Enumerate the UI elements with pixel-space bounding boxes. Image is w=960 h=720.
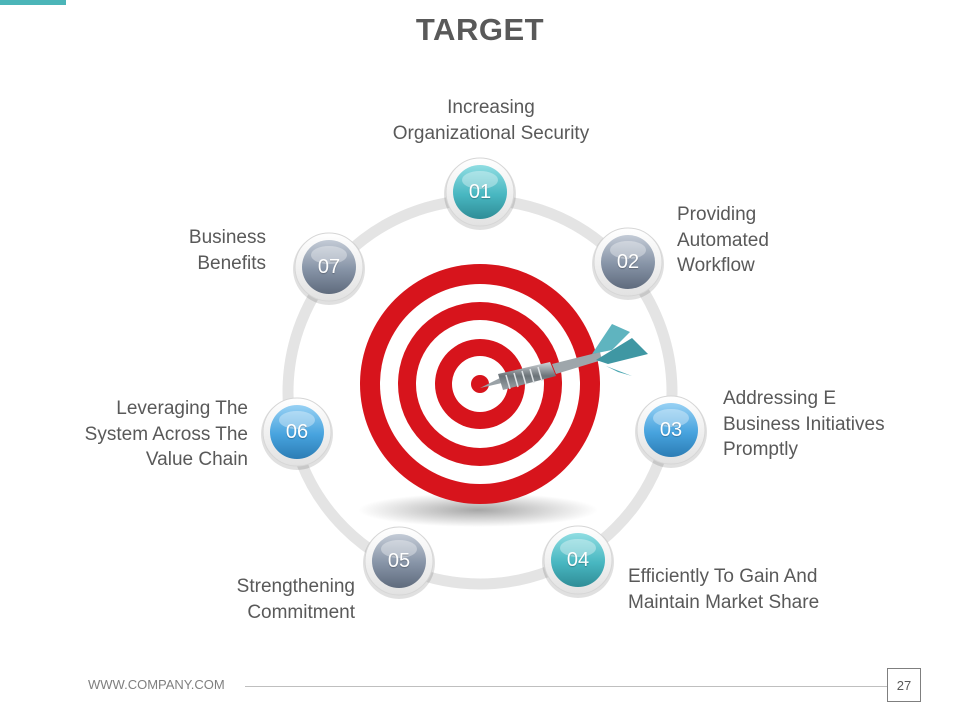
node-06-label-line: Value Chain — [145, 449, 248, 470]
footer-url[interactable]: WWW.COMPANY.COM — [88, 677, 225, 692]
node-02-circle — [592, 227, 664, 300]
node-03-circle — [635, 395, 707, 468]
node-07-number: 07 — [317, 255, 341, 278]
node-06-label-line: System Across The — [84, 423, 248, 445]
dartboard-target-icon — [360, 264, 600, 504]
node-06-number: 06 — [285, 420, 309, 443]
node-05-circle — [363, 526, 435, 599]
node-02-number: 02 — [616, 250, 640, 273]
node-01-number: 01 — [468, 180, 492, 203]
node-04-number: 04 — [566, 548, 590, 571]
target-shadow — [358, 493, 598, 527]
node-02-label-line: Providing — [677, 204, 757, 225]
node-07-label-line: Business — [188, 227, 266, 248]
node-07-circle — [293, 232, 365, 305]
node-03-label-line: Business Initiatives — [723, 413, 885, 435]
node-02-label-line: Workflow — [677, 255, 755, 276]
node-01-label-line: Increasing — [447, 97, 535, 118]
node-07-label-line: Benefits — [197, 252, 266, 274]
node-03-label-line: Promptly — [723, 439, 798, 460]
node-01-label-line: Organizational Security — [392, 122, 590, 144]
node-05-label-line: Strengthening — [236, 576, 355, 597]
node-06-circle — [261, 397, 333, 470]
page-number: 27 — [887, 668, 921, 702]
nodes-layer — [261, 157, 707, 599]
node-05-number: 05 — [387, 549, 411, 572]
node-01-circle — [444, 157, 516, 230]
node-04-label-line: Efficiently To Gain And — [628, 566, 818, 587]
node-03-number: 03 — [659, 418, 683, 441]
node-04-circle — [542, 525, 614, 598]
dart-icon — [480, 324, 648, 390]
accent-tab — [0, 0, 66, 5]
node-03-label-line: Addressing E — [723, 388, 837, 409]
node-06-label-line: Leveraging The — [116, 398, 248, 419]
node-05-label-line: Commitment — [247, 601, 355, 623]
node-04-label-line: Maintain Market Share — [628, 591, 820, 613]
slide-title: TARGET — [415, 12, 545, 47]
footer-divider — [245, 686, 887, 687]
node-02-label-line: Automated — [677, 229, 769, 251]
